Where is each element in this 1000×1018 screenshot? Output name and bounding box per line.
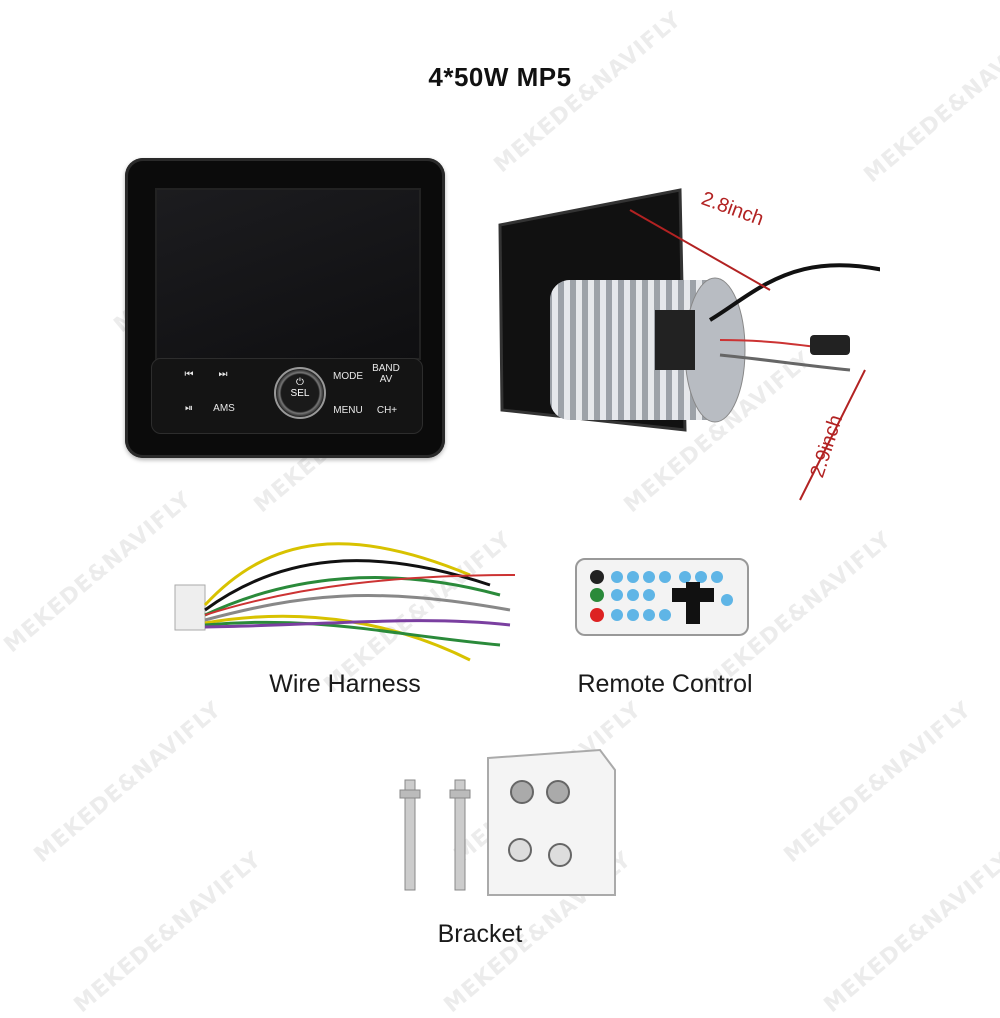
grey-wire [719,353,851,372]
nuts [508,780,572,867]
sel-knob[interactable]: ⏻ SEL [274,367,326,419]
bracket-caption: Bracket [437,920,523,948]
wire-harness-caption: Wire Harness [269,670,421,698]
head-unit-front: ⏮ ⏭ ⏯ AMS ⏻ SEL MODE BAND AV MENU CH+ [125,158,445,458]
power-icon: ⏻ [296,377,304,388]
ams-button[interactable]: AMS [213,403,235,414]
watermark: MEKEDE&NAVIFLY [779,697,977,868]
mode-button[interactable]: MODE [333,371,363,382]
band-label: BAND [372,363,400,374]
band-av-button[interactable]: BAND AV [368,363,404,385]
ch-plus-button[interactable]: CH+ [376,405,398,416]
bolt [449,779,471,891]
control-panel: ⏮ ⏭ ⏯ AMS ⏻ SEL MODE BAND AV MENU CH+ [151,358,423,434]
menu-button[interactable]: MENU [333,405,363,416]
l-bracket [487,748,616,896]
remote-control-caption: Remote Control [577,670,753,698]
watermark: MEKEDE&NAVIFLY [29,697,227,868]
aluminum-chassis [550,277,746,423]
bracket-image [399,748,616,896]
prev-button[interactable]: ⏮ [184,369,194,380]
display-screen [155,188,421,360]
usb-cable [708,263,880,322]
power-plug [810,335,850,355]
watermark: MEKEDE&NAVIFLY [819,847,1000,1018]
av-label: AV [379,374,393,385]
rear-view-image [498,188,880,501]
play-pause-button[interactable]: ⏯ [185,403,193,414]
height-dimension-line [799,369,866,501]
watermark: MEKEDE&NAVIFLY [69,847,267,1018]
remote-buttons [590,570,733,624]
width-dimension-line [629,209,771,291]
page-title: 4*50W MP5 [428,62,572,92]
harness-connector [174,584,206,631]
sel-label: SEL [290,388,310,399]
watermark: MEKEDE&NAVIFLY [859,17,1000,188]
remote-control-image [575,558,749,636]
next-button[interactable]: ⏭ [218,369,228,380]
wire-harness-image [174,542,516,662]
watermark: MEKEDE&NAVIFLY [0,487,197,658]
bolt [399,779,421,891]
